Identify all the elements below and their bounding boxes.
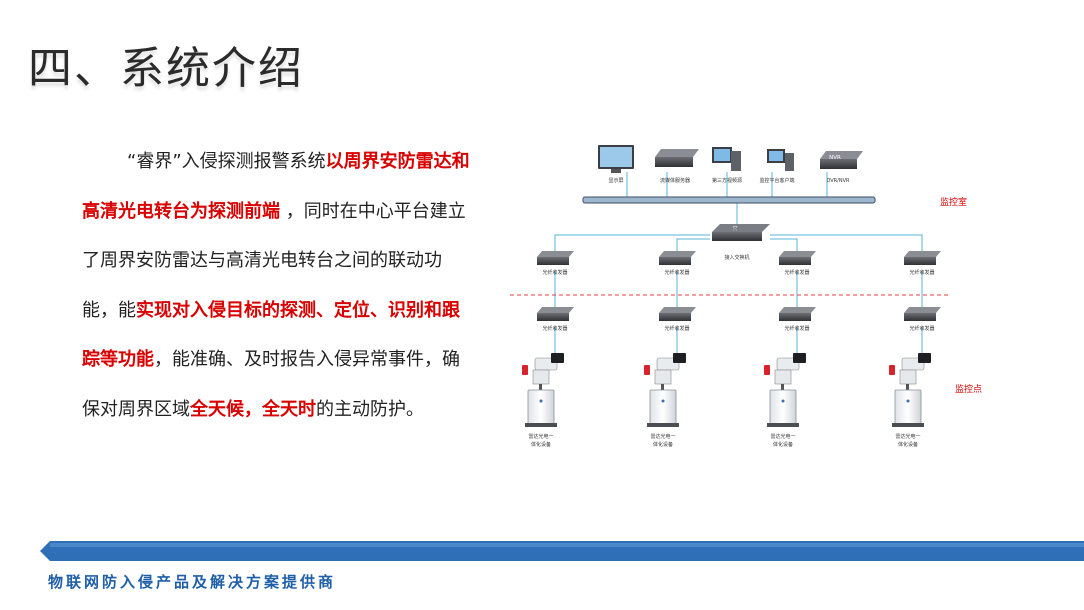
device-label-line2: 体化设备 bbox=[653, 441, 673, 448]
device-label-line2: 体化设备 bbox=[773, 441, 793, 448]
top-device-label: DVR/NVR bbox=[827, 178, 851, 184]
transceiver-label: 光纤收发器 bbox=[664, 269, 689, 276]
body-text-run: “睿界”入侵探测报警系统 bbox=[127, 151, 326, 172]
network-lines bbox=[554, 172, 923, 359]
top-device-label: 流媒体服务器 bbox=[660, 177, 690, 184]
footer-slogan: 物联网防入侵产品及解决方案提供商 bbox=[48, 573, 337, 591]
nvr-device: NVR bbox=[820, 151, 863, 169]
fiber-transceiver: 光纤收发器 bbox=[779, 307, 816, 332]
device-label-line2: 体化设备 bbox=[898, 441, 918, 448]
body-text-run: ，能准确、及时报告入侵异常事件，确保对周界区域 bbox=[82, 349, 460, 420]
emphasized-text: 以周界安防雷达和高清光电转台为探测前端 bbox=[82, 151, 470, 222]
media-server bbox=[655, 149, 699, 167]
transceiver-label: 光纤收发器 bbox=[909, 325, 934, 332]
device-label-line1: 雷达光电一 bbox=[895, 433, 920, 440]
emphasized-text: 全天候，全天时 bbox=[190, 398, 316, 420]
device-label-line1: 雷达光电一 bbox=[770, 433, 795, 440]
network-backbone bbox=[582, 196, 876, 204]
fiber-transceiver: 光纤收发器 bbox=[904, 251, 941, 276]
fiber-transceiver: 光纤收发器 bbox=[904, 307, 941, 332]
body-text-run: ，同时在中心平台建立了周界安防雷达与高清光电转台之间的联动功能，能 bbox=[82, 200, 466, 321]
platform-client bbox=[767, 149, 794, 171]
page-title: 四、系统介绍 bbox=[28, 43, 304, 94]
top-device-label: 显示屏 bbox=[608, 178, 623, 184]
top-device-labels: 显示屏 流媒体服务器 第三方视频源 监控平台客户端 DVR/NVR bbox=[608, 177, 850, 184]
fiber-transceiver: 光纤收发器 bbox=[659, 307, 696, 332]
svg-text:⤧: ⤧ bbox=[733, 226, 738, 233]
transceiver-label: 光纤收发器 bbox=[784, 325, 809, 332]
transceiver-label: 光纤收发器 bbox=[664, 325, 689, 332]
nvr-text: NVR bbox=[829, 155, 841, 161]
transceiver-label: 光纤收发器 bbox=[542, 269, 567, 276]
transceiver-label: 光纤收发器 bbox=[909, 269, 934, 276]
system-description: “睿界”入侵探测报警系统以周界安防雷达和高清光电转台为探测前端 ，同时在中心平台… bbox=[82, 137, 477, 434]
transceiver-label: 光纤收发器 bbox=[542, 325, 567, 332]
device-label-line2: 体化设备 bbox=[531, 441, 551, 448]
fiber-transceiver: 光纤收发器 bbox=[779, 251, 816, 276]
access-switch: ⤧ bbox=[712, 224, 770, 241]
top-device-label: 第三方视频源 bbox=[712, 177, 742, 184]
top-device-label: 监控平台客户端 bbox=[759, 177, 794, 184]
display-screen bbox=[598, 145, 634, 173]
fiber-transceiver: 光纤收发器 bbox=[537, 251, 574, 276]
system-architecture-diagram: NVR 显示屏 流媒体服务器 第三方视频源 监控平台客户端 DVR/NVR ⤧ 接入交换… bbox=[510, 145, 982, 448]
switch-label: 接入交换机 bbox=[724, 254, 749, 261]
device-label-line1: 雷达光电一 bbox=[650, 433, 675, 440]
footer-bar bbox=[40, 541, 1084, 561]
device-label-line1: 雷达光电一 bbox=[528, 433, 553, 440]
transceiver-label: 光纤收发器 bbox=[784, 269, 809, 276]
third-party-video-source bbox=[712, 147, 741, 171]
fiber-transceiver: 光纤收发器 bbox=[537, 307, 574, 332]
fiber-transceiver: 光纤收发器 bbox=[659, 251, 696, 276]
emphasized-text: 实现对入侵目标的探测、定位、识别和跟踪等功能 bbox=[82, 299, 460, 371]
zone-label-monitor-point: 监控点 bbox=[955, 383, 982, 395]
zone-label-control-room: 监控室 bbox=[940, 196, 967, 208]
body-text-run: 的主动防护。 bbox=[316, 398, 424, 420]
